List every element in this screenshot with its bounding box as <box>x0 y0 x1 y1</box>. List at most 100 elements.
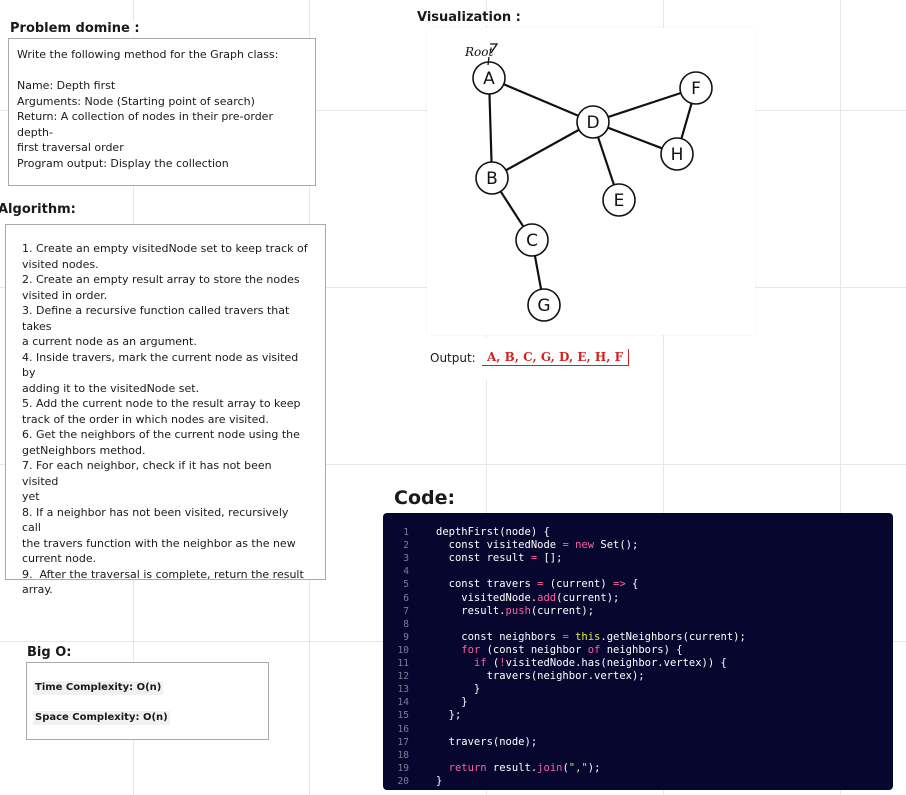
bigo-box[interactable]: Time Complexity: O(n) Space Complexity: … <box>26 662 269 740</box>
code-line: 3 const result = []; <box>383 552 893 565</box>
code-text: const neighbors = this.getNeighbors(curr… <box>436 630 746 643</box>
algorithm-step: 5. Add the current node to the result ar… <box>22 397 301 410</box>
algorithm-step: track of the order in which nodes are vi… <box>22 412 269 426</box>
algorithm-step: array. <box>22 583 53 596</box>
code-line: 13 } <box>383 683 893 696</box>
node-circle <box>475 161 509 195</box>
code-line: 20} <box>383 775 893 788</box>
node-label: C <box>526 231 538 251</box>
code-line: 14 } <box>383 696 893 709</box>
line-number: 4 <box>403 566 409 578</box>
algorithm-step: visited nodes. <box>22 257 99 271</box>
line-number: 18 <box>397 749 409 761</box>
grid-line <box>486 0 487 795</box>
algorithm-step: the travers function with the neighbor a… <box>22 536 296 550</box>
problem-line: Write the following method for the Graph… <box>17 48 279 61</box>
code-text: const visitedNode = new Set(); <box>436 539 639 552</box>
code-line: 2 const visitedNode = new Set(); <box>383 539 893 552</box>
line-number: 13 <box>397 684 409 696</box>
code-line: 10 for (const neighbor of neighbors) { <box>383 644 893 657</box>
bigo-heading: Big O: <box>25 645 74 660</box>
node-label: H <box>671 145 684 165</box>
code-line: 9 const neighbors = this.getNeighbors(cu… <box>383 631 893 644</box>
node-circle <box>515 223 549 257</box>
algorithm-heading: Algorithm: <box>0 202 78 217</box>
time-complexity: Time Complexity: O(n) <box>33 681 164 695</box>
graph-edge-C-G <box>533 254 543 291</box>
algorithm-step: 4. Inside travers, mark the current node… <box>22 350 302 380</box>
node-label: G <box>537 296 550 316</box>
node-label: D <box>586 113 599 133</box>
line-number: 9 <box>403 631 409 643</box>
grid-line <box>0 464 906 465</box>
graph-node-C: C <box>515 223 549 257</box>
code-line: 18 <box>383 749 893 762</box>
space-complexity: Space Complexity: O(n) <box>33 711 170 725</box>
algorithm-step: 7. For each neighbor, check if it has no… <box>22 459 276 488</box>
code-text: travers(node); <box>436 735 538 748</box>
code-text: } <box>436 696 468 709</box>
code-line: 12 travers(neighbor.vertex); <box>383 670 893 683</box>
node-circle <box>679 71 713 105</box>
line-number: 19 <box>397 762 409 774</box>
graph-edge-A-D <box>502 83 580 117</box>
graph-node-A: A <box>472 61 506 95</box>
graph-node-G: G <box>527 288 561 322</box>
code-text: }; <box>436 709 462 722</box>
algorithm-step: 9. After the traversal is complete, retu… <box>22 567 304 581</box>
problem-line: Program output: Display the collection <box>17 156 229 170</box>
graph-edge-F-H <box>680 102 693 140</box>
grid-line <box>840 0 841 795</box>
problem-box[interactable]: Write the following method for the Graph… <box>8 38 316 186</box>
code-line: 8 <box>383 618 893 631</box>
line-number: 17 <box>397 736 409 748</box>
code-text: return result.join(","); <box>448 761 601 774</box>
code-text: for (const neighbor of neighbors) { <box>461 643 683 656</box>
algorithm-step: a current node as an argument. <box>22 335 197 348</box>
problem-text: Write the following method for the Graph… <box>17 47 307 171</box>
output-label: Output: <box>430 351 476 365</box>
algorithm-text: 1. Create an empty visitedNode set to ke… <box>22 241 309 598</box>
code-text: const travers = (current) => { <box>436 578 639 591</box>
code-text: result.push(current); <box>436 604 595 617</box>
algorithm-box[interactable]: 1. Create an empty visitedNode set to ke… <box>5 224 326 596</box>
code-line: 6 visitedNode.add(current); <box>383 592 893 605</box>
line-number: 14 <box>397 697 409 709</box>
line-number: 16 <box>397 723 409 735</box>
line-number: 1 <box>403 527 409 538</box>
code-line: 11 if (!visitedNode.has(neighbor.vertex)… <box>383 657 893 670</box>
code-text: } <box>436 683 481 696</box>
code-line: 7 result.push(current); <box>383 605 893 618</box>
output-value: A, B, C, G, D, E, H, F <box>482 349 630 366</box>
graph-edge-B-D <box>504 128 581 172</box>
graph-node-F: F <box>679 71 713 105</box>
graph-edge-D-F <box>607 91 682 119</box>
problem-line: Name: Depth first <box>17 79 116 92</box>
node-label: A <box>483 69 495 89</box>
code-text: const result = []; <box>436 552 563 565</box>
code-line: 16 <box>383 723 893 736</box>
line-number: 8 <box>403 618 409 630</box>
line-number: 2 <box>403 540 409 552</box>
node-circle <box>527 288 561 322</box>
code-line: 19 return result.join(","); <box>383 762 893 775</box>
problem-line <box>17 63 307 79</box>
algorithm-step: adding it to the visitedNode set. <box>22 381 200 395</box>
line-number: 12 <box>397 671 409 683</box>
line-number: 11 <box>397 658 409 669</box>
code-text: } <box>436 774 443 787</box>
line-number: 20 <box>397 775 409 787</box>
graph-node-B: B <box>475 161 509 195</box>
line-number: 3 <box>403 553 409 565</box>
graph-edge-B-C <box>499 190 525 228</box>
root-arrow <box>487 43 499 66</box>
code-line: 15 }; <box>383 709 893 722</box>
algorithm-step: yet <box>22 490 40 503</box>
code-text: travers(neighbor.vertex); <box>436 670 645 683</box>
output-row: Output: A, B, C, G, D, E, H, F <box>426 338 641 380</box>
problem-line: Arguments: Node (Starting point of searc… <box>17 94 255 108</box>
graph-edge-D-H <box>606 126 664 150</box>
